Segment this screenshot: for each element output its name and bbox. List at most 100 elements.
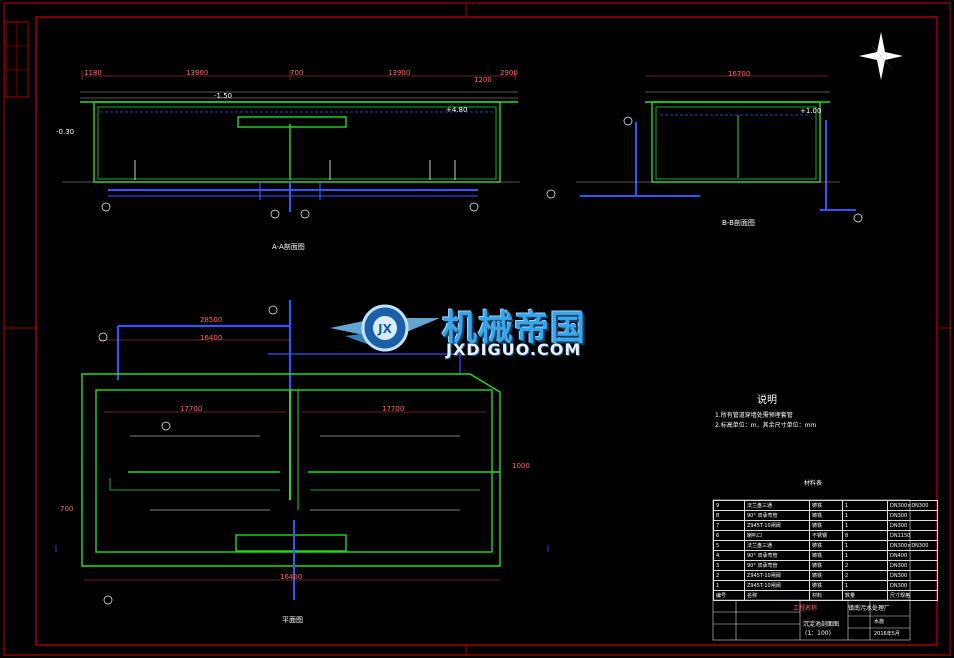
bom-cell-qty: 8 [842, 530, 888, 541]
drawing-name: 沉淀池剖面图 [803, 621, 840, 628]
bom-cell-spec: DN1150 [887, 530, 938, 541]
bom-cell-qty: 1 [842, 580, 888, 591]
bom-cell-spec: DN300×DN300 [887, 540, 938, 551]
elev-2: +4.80 [446, 106, 468, 114]
svg-text:JX: JX [377, 322, 392, 336]
bom-cell-qty: 1 [842, 520, 888, 531]
bom-cell-mat: 铸铁 [809, 540, 843, 551]
bom-cell-qty: 2 [842, 560, 888, 571]
bom-cell-no: 9 [713, 500, 745, 511]
bom-cell-qty: 数量 [842, 590, 888, 601]
bom-cell-mat: 铸铁 [809, 510, 843, 521]
watermark-logo-icon: JX [330, 304, 440, 352]
bom-cell-mat: 材料 [809, 590, 843, 601]
bom-cell-name: Z945T-10闸阀 [744, 520, 810, 531]
bom-cell-mat: 铸铁 [809, 500, 843, 511]
section-a-title: A-A剖面图 [272, 243, 305, 251]
elev-4: -0.30 [56, 128, 75, 136]
bom-cell-name: Z945T-10闸阀 [744, 580, 810, 591]
bom-cell-mat: 铸铁 [809, 550, 843, 561]
bom-cell-name: Z945T-10闸阀 [744, 570, 810, 581]
bom-cell-no: 2 [713, 570, 745, 581]
bom-cell-spec: DN300×DN300 [887, 500, 938, 511]
plan-view [81, 300, 501, 600]
bom-cell-no: 6 [713, 530, 745, 541]
bom-cell-no: 1 [713, 580, 745, 591]
drawing-date: 2016年5月 [874, 631, 900, 637]
bom-cell-mat: 铸铁 [809, 580, 843, 591]
watermark-cn: 机械帝国 [442, 309, 587, 349]
watermark-en: JXDIGUO.COM [446, 340, 582, 359]
dim-plan-1: 28500 [200, 316, 223, 324]
project-name: 镇南污水处理厂 [848, 605, 891, 612]
elev-1: -1.50 [214, 92, 233, 100]
bom-cell-spec: 尺寸规格 [887, 590, 938, 601]
bom-cell-name: 名称 [744, 590, 810, 601]
bom-cell-name: 喇叭口 [744, 530, 810, 541]
bom-cell-mat: 铸铁 [809, 560, 843, 571]
bom-cell-qty: 1 [842, 500, 888, 511]
note-1: 1.所有管道穿墙处需预埋套管 [715, 412, 793, 419]
dim-a-3: 700 [290, 69, 304, 77]
dim-a-1: 1180 [84, 69, 102, 77]
bom-cell-qty: 2 [842, 570, 888, 581]
dim-plan-bottom: 16400 [280, 573, 303, 581]
dim-plan-inner-2: 17700 [382, 405, 405, 413]
dim-plan-2: 16400 [200, 334, 223, 342]
bom-cell-no: 4 [713, 550, 745, 561]
bom-cell-qty: 1 [842, 510, 888, 521]
inner-frame [35, 16, 938, 646]
bom-cell-no: 编号 [713, 590, 745, 601]
bom-title: 材料表 [804, 480, 823, 487]
section-b-title: B-B剖面图 [722, 219, 755, 227]
project-label: 工程名称 [793, 605, 818, 612]
dim-a-6: 2900 [500, 69, 518, 77]
dim-a-5: 1200 [474, 76, 492, 84]
outer-frame [3, 2, 951, 656]
bom-cell-name: 法兰盘三通 [744, 500, 810, 511]
dim-b-1: 16700 [728, 70, 751, 78]
section-a [62, 71, 520, 212]
bom-cell-no: 7 [713, 520, 745, 531]
drawing-no: 水施 [874, 619, 885, 625]
bom-cell-qty: 1 [842, 540, 888, 551]
dim-plan-side-2: 700 [60, 505, 74, 513]
section-b [576, 75, 856, 211]
bom-cell-mat: 铸铁 [809, 520, 843, 531]
bom-cell-spec: DN300 [887, 570, 938, 581]
bom-cell-name: 90° 双承弯管 [744, 560, 810, 571]
bom-cell-spec: DN300 [887, 580, 938, 591]
bom-header-row: 编号名称材料数量尺寸规格 [713, 590, 938, 601]
notes-title: 说明 [757, 395, 777, 406]
elev-3: +1.00 [800, 107, 822, 115]
dim-plan-side-1: 1000 [512, 462, 530, 470]
bom-cell-name: 90° 双承弯管 [744, 550, 810, 561]
bom-cell-spec: DN400 [887, 550, 938, 561]
bom-cell-qty: 1 [842, 550, 888, 561]
bom-cell-spec: DN300 [887, 520, 938, 531]
north-arrow-icon [859, 32, 903, 80]
dim-a-4: 13900 [388, 69, 411, 77]
note-2: 2.标高单位：m，其余尺寸单位：mm [715, 422, 817, 429]
drawing-scale: (1：100) [805, 630, 831, 637]
bom-cell-name: 90° 双承弯管 [744, 510, 810, 521]
bom-cell-mat: 铸铁 [809, 570, 843, 581]
dim-plan-inner-1: 17700 [180, 405, 203, 413]
bom-cell-no: 3 [713, 560, 745, 571]
dim-a-2: 13900 [186, 69, 209, 77]
plan-title: 平面图 [282, 616, 303, 624]
bom-cell-mat: 不锈钢 [809, 530, 843, 541]
bom-cell-no: 8 [713, 510, 745, 521]
bom-cell-spec: DN300 [887, 510, 938, 521]
